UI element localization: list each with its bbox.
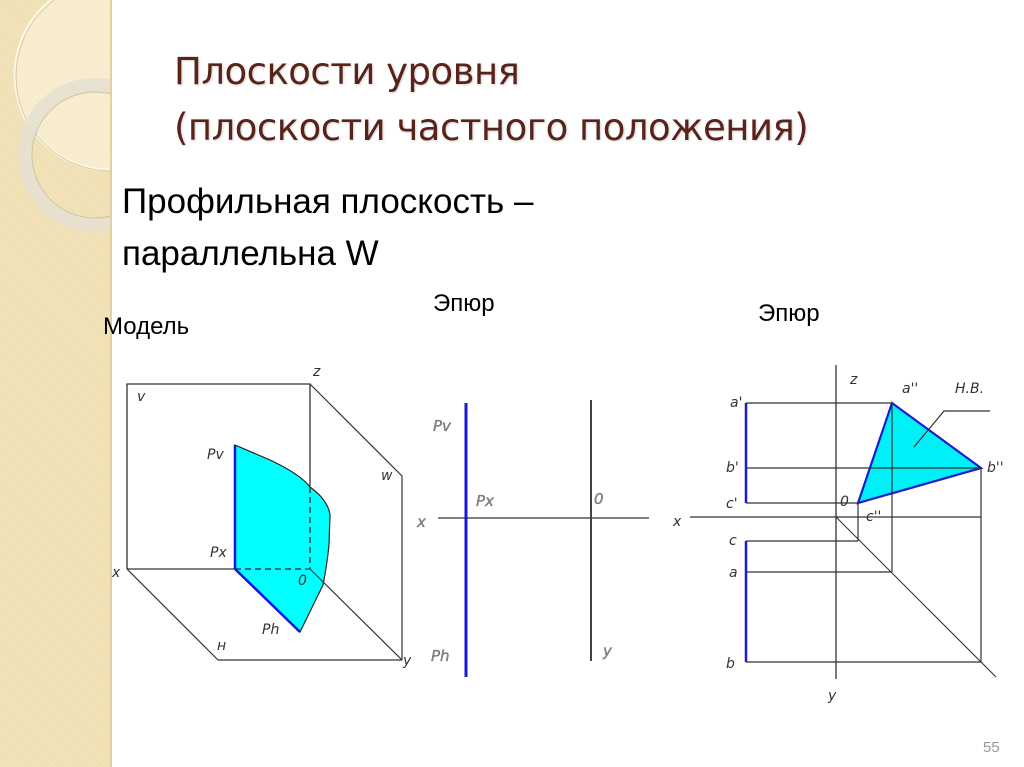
epure1-diagram: Pv Px x 0 Ph y — [416, 400, 649, 677]
svg-text:н: н — [217, 638, 226, 654]
epure2-caption: Эпюр — [758, 300, 820, 327]
svg-text:v: v — [137, 389, 146, 405]
svg-text:Px: Px — [210, 545, 227, 561]
epure1-caption: Эпюр — [433, 290, 495, 317]
slide-subtitle: Профильная плоскость – параллельна W — [122, 176, 533, 280]
model-diagram: v z w x н y Pv Px Ph 0 — [111, 364, 412, 669]
svg-text:c': c' — [726, 496, 738, 512]
decorative-side-strip — [0, 0, 112, 767]
page-number: 55 — [983, 739, 1000, 756]
svg-text:Ph: Ph — [431, 647, 450, 665]
svg-text:0: 0 — [594, 490, 604, 508]
slide-title: Плоскости уровня (плоскости частного пол… — [174, 44, 809, 156]
true-view-triangle — [856, 401, 984, 505]
svg-text:x: x — [672, 514, 682, 530]
svg-text:x: x — [416, 513, 426, 531]
decorative-circles-icon — [13, 0, 110, 232]
model-caption: Модель — [103, 313, 190, 340]
title-line-2: (плоскости частного положения) — [174, 106, 809, 149]
svg-text:Н.В.: Н.В. — [955, 381, 984, 397]
svg-text:a: a — [729, 565, 738, 581]
svg-text:Ph: Ph — [262, 622, 279, 638]
svg-text:c: c — [729, 533, 737, 549]
svg-text:c'': c'' — [866, 509, 881, 525]
svg-text:a'': a'' — [902, 381, 918, 397]
svg-text:0: 0 — [298, 573, 307, 589]
epure2-diagram: z a' b' c' a'' b'' c'' 0 x c a b y Н.В. — [672, 365, 1004, 704]
svg-text:Pv: Pv — [433, 417, 452, 435]
svg-text:y: y — [402, 653, 412, 669]
title-line-1: Плоскости уровня — [174, 50, 520, 93]
svg-text:x: x — [111, 565, 121, 581]
subtitle-line-1: Профильная плоскость – — [122, 182, 534, 221]
svg-text:b'': b'' — [987, 460, 1004, 476]
svg-text:y: y — [827, 688, 837, 704]
hb-leader-line — [913, 410, 990, 448]
svg-text:b': b' — [726, 460, 739, 476]
svg-text:y: y — [602, 642, 613, 660]
svg-text:a': a' — [730, 395, 742, 411]
svg-text:w: w — [381, 468, 393, 484]
svg-text:z: z — [849, 372, 858, 388]
trace-ph — [234, 568, 301, 633]
svg-text:Px: Px — [476, 492, 494, 510]
subtitle-line-2: параллельна W — [122, 234, 379, 273]
svg-text:z: z — [312, 364, 321, 380]
svg-text:Pv: Pv — [207, 447, 224, 463]
profile-plane-shape — [234, 444, 331, 634]
svg-text:b: b — [726, 656, 735, 672]
svg-text:0: 0 — [840, 494, 849, 510]
